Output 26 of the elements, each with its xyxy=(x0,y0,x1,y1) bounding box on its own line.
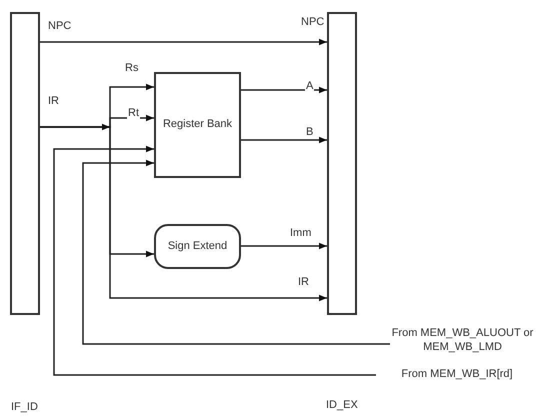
box-label: Register Bank xyxy=(162,118,232,132)
box-label: Sign Extend xyxy=(168,240,228,254)
edge-label: Rs xyxy=(124,63,140,74)
signal-label: IF_ID xyxy=(10,402,39,413)
arrow xyxy=(82,160,390,345)
signal-label: ID_EX xyxy=(325,400,359,411)
arrow xyxy=(241,136,327,144)
edge-label: NPC xyxy=(47,21,72,32)
source-text: From MEM_WB_IR[rd] xyxy=(401,368,513,382)
signal-label: IR xyxy=(47,96,60,107)
source-text: From MEM_WB_ALUOUT or MEM_WB_LMD xyxy=(390,327,534,355)
signal-label: NPC xyxy=(300,17,326,28)
process-box xyxy=(154,72,241,178)
arrow xyxy=(241,242,327,250)
arrow xyxy=(53,146,376,376)
pipeline-register-bar xyxy=(10,12,40,315)
edge-label: Rt xyxy=(127,108,140,119)
process-box xyxy=(154,224,241,269)
edge-label: IR xyxy=(297,277,310,288)
pipeline-register-bar xyxy=(327,12,357,315)
junction-arrow xyxy=(40,124,110,130)
edge-label: Imm xyxy=(289,228,312,239)
edge-label: A xyxy=(305,81,314,92)
arrow xyxy=(241,86,327,94)
arrow xyxy=(40,38,327,46)
edge-label: B xyxy=(305,127,314,138)
